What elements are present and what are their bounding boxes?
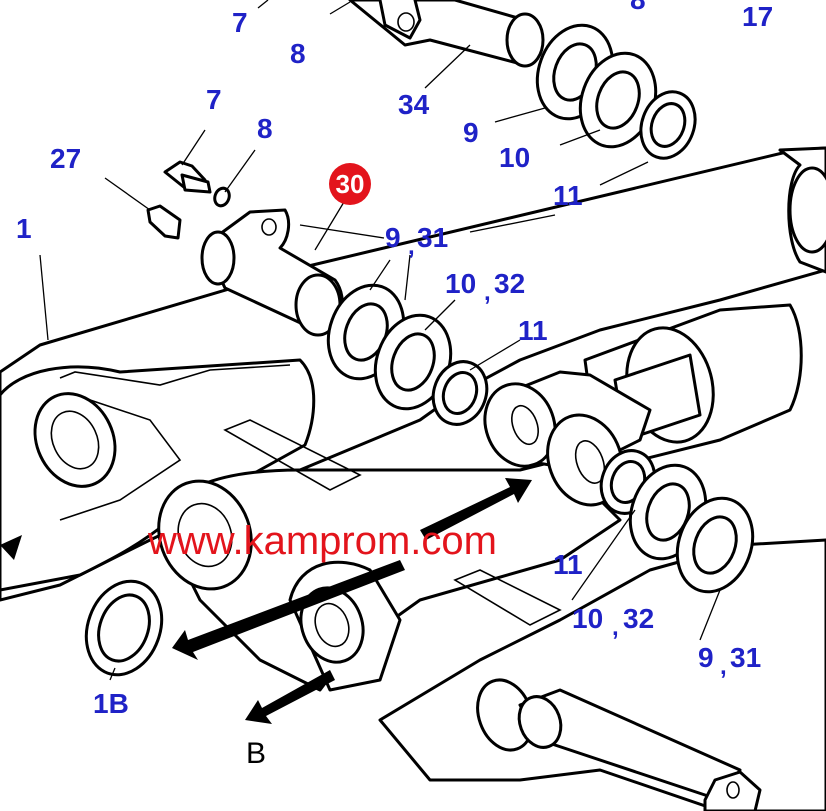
- lower-washers: [599, 449, 755, 594]
- label-7-mid: 7: [206, 84, 222, 115]
- direction-arrows: [0, 478, 532, 724]
- label-comma-a: ,: [408, 233, 415, 260]
- label-10-a: 10: [445, 268, 476, 299]
- bolt-7: [163, 160, 212, 194]
- badge-value: 30: [336, 169, 365, 199]
- label-10-top: 10: [499, 142, 530, 173]
- badge-30: 30: [329, 163, 371, 205]
- top-washers: [535, 23, 697, 160]
- hydraulic-cylinder: [483, 303, 803, 507]
- top-pin: [348, 0, 545, 68]
- watermark-text: www.kamprom.com: [147, 519, 497, 563]
- grease-nipple-27: [146, 204, 182, 240]
- label-comma-b: ,: [484, 279, 491, 306]
- label-9-top: 9: [463, 117, 479, 148]
- label-34: 34: [398, 89, 430, 120]
- part-labels: 7 8 8 17 34 9 10 11 7 8 27 1 9 , 31 10 ,…: [16, 0, 773, 770]
- label-32-a: 32: [494, 268, 525, 299]
- bushing-1B: [84, 579, 164, 677]
- label-9-a: 9: [385, 222, 401, 253]
- label-8-mid: 8: [257, 113, 273, 144]
- label-8-top: 8: [290, 38, 306, 69]
- label-32-b: 32: [623, 603, 654, 634]
- label-comma-d: ,: [720, 653, 727, 680]
- label-11-low: 11: [553, 549, 583, 580]
- label-7-top: 7: [232, 7, 248, 38]
- label-1: 1: [16, 213, 32, 244]
- label-11-top: 11: [553, 180, 583, 211]
- label-1B: 1B: [93, 688, 129, 719]
- badge-circle: [329, 163, 371, 205]
- lower-right-frame: [378, 538, 826, 811]
- label-9-b: 9: [698, 642, 714, 673]
- label-10-b: 10: [572, 603, 603, 634]
- label-17: 17: [742, 1, 773, 32]
- label-8-topright: 8: [630, 0, 646, 15]
- label-31-b: 31: [730, 642, 761, 673]
- label-comma-c: ,: [612, 614, 619, 641]
- middle-washers: [326, 283, 489, 426]
- washer-8: [213, 186, 231, 208]
- boom-end: [778, 146, 826, 274]
- label-11-mid: 11: [518, 315, 548, 346]
- label-27: 27: [50, 143, 81, 174]
- label-31-a: 31: [417, 222, 448, 253]
- label-B: B: [246, 737, 266, 770]
